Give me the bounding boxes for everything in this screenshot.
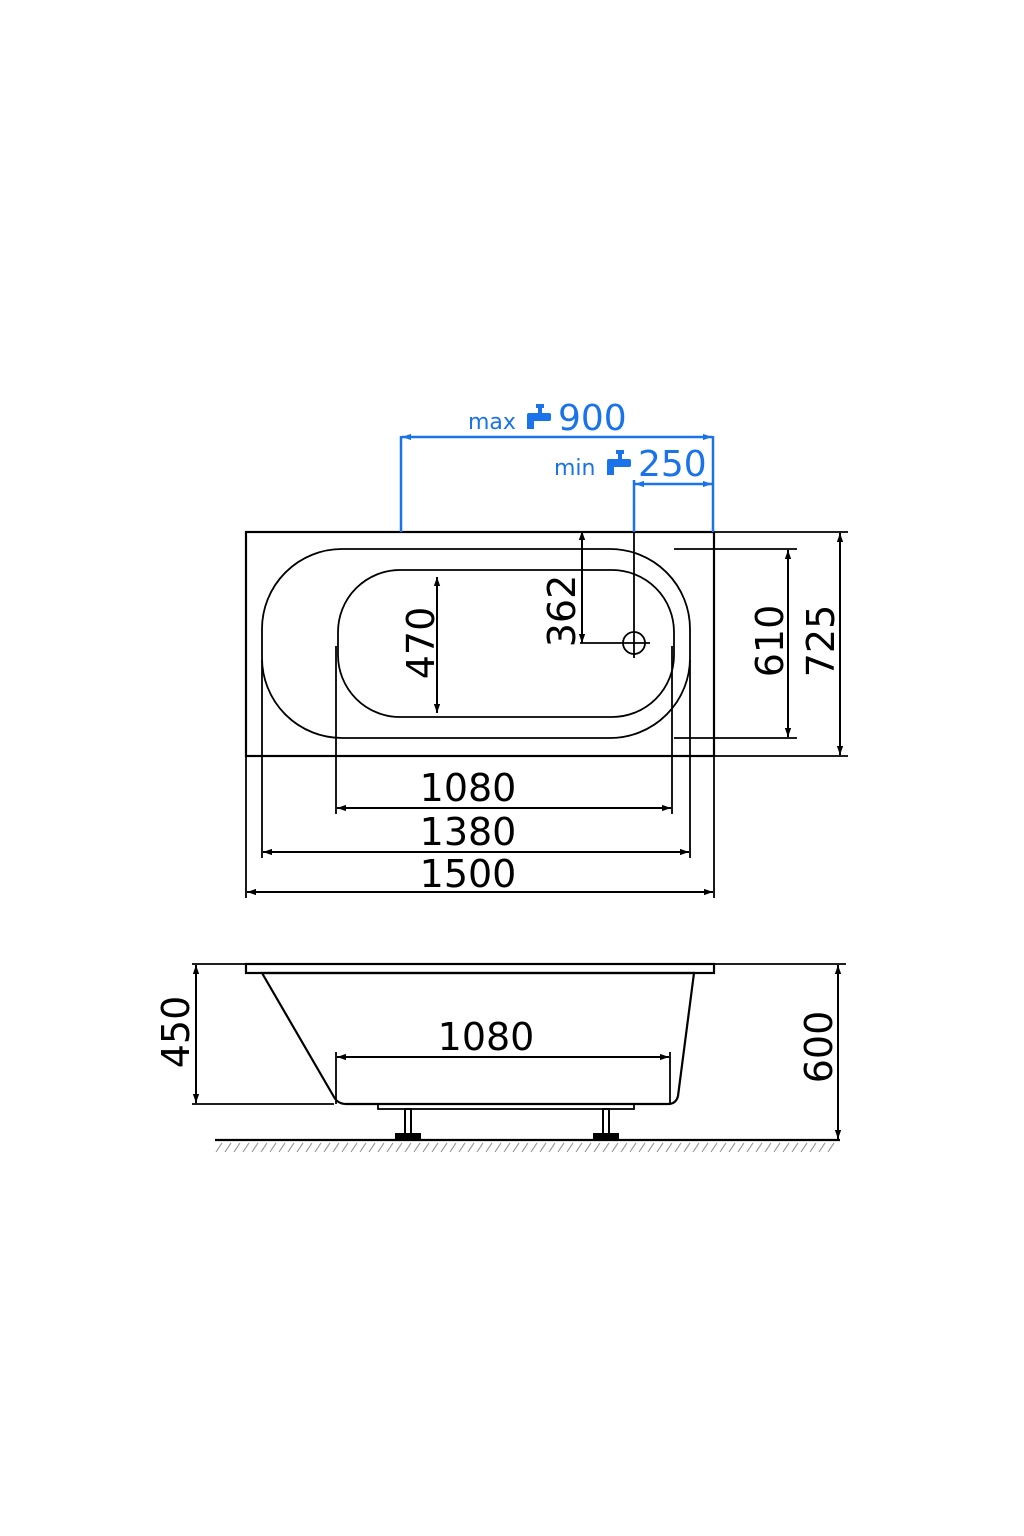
floor-hatch-stroke xyxy=(278,1142,286,1153)
floor-hatch-stroke xyxy=(791,1142,799,1153)
floor-hatch-stroke xyxy=(809,1142,817,1153)
floor-hatch-stroke xyxy=(620,1142,628,1153)
floor-hatch-stroke xyxy=(827,1142,835,1153)
dim-side-bottom-length: 1080 xyxy=(438,1015,535,1059)
extension-lines xyxy=(245,531,848,898)
dim-outer-length: 1500 xyxy=(420,852,517,896)
faucet-icon xyxy=(527,404,551,429)
faucet-icon xyxy=(607,450,631,475)
side-extension-lines xyxy=(192,963,846,1105)
dim-inner-length: 1380 xyxy=(420,810,517,854)
tap-max-value: 900 xyxy=(558,398,627,439)
floor-hatch-stroke xyxy=(269,1142,277,1153)
floor-hatch-stroke xyxy=(557,1142,565,1153)
floor-hatch-stroke xyxy=(575,1142,583,1153)
floor-hatch-stroke xyxy=(449,1142,457,1153)
floor-hatch-stroke xyxy=(431,1142,439,1153)
side-view: 450 1080 600 xyxy=(154,962,846,1153)
floor-hatch-stroke xyxy=(368,1142,376,1153)
floor-hatch-stroke xyxy=(665,1142,673,1153)
floor-hatch-stroke xyxy=(593,1142,601,1153)
floor-hatch-stroke xyxy=(611,1142,619,1153)
floor-hatch-stroke xyxy=(413,1142,421,1153)
dim-outer-width: 725 xyxy=(799,605,843,678)
floor-hatch-stroke xyxy=(566,1142,574,1153)
floor-hatch-stroke xyxy=(314,1142,322,1153)
floor-hatch-stroke xyxy=(512,1142,520,1153)
dim-rim-width: 610 xyxy=(748,605,792,678)
tub-inner-basin xyxy=(261,548,691,739)
side-base-plate xyxy=(377,1103,635,1110)
top-view: 470 362 610 725 1080 1380 1500 max xyxy=(244,398,848,898)
floor-hatch-stroke xyxy=(728,1142,736,1153)
floor-hatch-stroke xyxy=(521,1142,529,1153)
floor-hatch-stroke xyxy=(458,1142,466,1153)
floor-hatch-stroke xyxy=(485,1142,493,1153)
floor-hatch-stroke xyxy=(638,1142,646,1153)
floor-hatch-stroke xyxy=(755,1142,763,1153)
dim-depth: 450 xyxy=(154,996,198,1069)
tub-outer-rim xyxy=(244,530,716,758)
floor-hatch-stroke xyxy=(260,1142,268,1153)
floor-hatch-stroke xyxy=(395,1142,403,1153)
floor-hatch-stroke xyxy=(710,1142,718,1153)
floor-hatch-stroke xyxy=(503,1142,511,1153)
floor-hatch-stroke xyxy=(746,1142,754,1153)
floor-hatch-stroke xyxy=(242,1142,250,1153)
floor-hatch-stroke xyxy=(683,1142,691,1153)
side-feet xyxy=(395,1108,619,1141)
floor-hatch-stroke xyxy=(782,1142,790,1153)
floor-hatch-stroke xyxy=(656,1142,664,1153)
floor-hatch-stroke xyxy=(224,1142,232,1153)
floor-hatch-stroke xyxy=(287,1142,295,1153)
tap-min-word: min xyxy=(554,456,596,481)
floor-hatch-stroke xyxy=(251,1142,259,1153)
floor-hatch-stroke xyxy=(404,1142,412,1153)
tap-dimensions: max 900 min 250 xyxy=(399,398,715,532)
floor-hatch-stroke xyxy=(539,1142,547,1153)
floor-hatch-stroke xyxy=(332,1142,340,1153)
floor-hatch-stroke xyxy=(818,1142,826,1153)
floor-hatch-stroke xyxy=(494,1142,502,1153)
floor-hatch-stroke xyxy=(476,1142,484,1153)
floor-hatch-stroke xyxy=(701,1142,709,1153)
dim-inner-width: 470 xyxy=(399,607,443,680)
floor-hatch-stroke xyxy=(773,1142,781,1153)
dim-total-height: 600 xyxy=(797,1011,841,1084)
floor-hatch-stroke xyxy=(584,1142,592,1153)
floor-hatch-stroke xyxy=(647,1142,655,1153)
tap-max-word: max xyxy=(468,410,516,435)
floor-hatch-stroke xyxy=(737,1142,745,1153)
floor-hatch-stroke xyxy=(602,1142,610,1153)
floor-hatch-stroke xyxy=(386,1142,394,1153)
floor-hatch-stroke xyxy=(440,1142,448,1153)
floor-hatch-stroke xyxy=(674,1142,682,1153)
floor-hatch-stroke xyxy=(530,1142,538,1153)
floor-hatch-stroke xyxy=(629,1142,637,1153)
floor-hatch-stroke xyxy=(692,1142,700,1153)
floor-hatch-stroke xyxy=(764,1142,772,1153)
floor-hatch-stroke xyxy=(377,1142,385,1153)
floor-hatch xyxy=(215,1142,835,1153)
tap-min-value: 250 xyxy=(638,444,707,485)
floor-hatch-stroke xyxy=(341,1142,349,1153)
floor-hatch-stroke xyxy=(548,1142,556,1153)
floor-hatch-stroke xyxy=(305,1142,313,1153)
dim-drain-offset: 362 xyxy=(540,575,584,648)
floor-hatch-stroke xyxy=(422,1142,430,1153)
dim-bottom-length: 1080 xyxy=(420,766,517,810)
floor-hatch-stroke xyxy=(215,1142,223,1153)
floor-hatch-stroke xyxy=(359,1142,367,1153)
floor-hatch-stroke xyxy=(719,1142,727,1153)
floor-hatch-stroke xyxy=(296,1142,304,1153)
floor-hatch-stroke xyxy=(233,1142,241,1153)
side-rim xyxy=(244,962,716,975)
tub-basin-bottom xyxy=(337,569,675,718)
floor-hatch-stroke xyxy=(467,1142,475,1153)
floor-hatch-stroke xyxy=(350,1142,358,1153)
floor-hatch-stroke xyxy=(800,1142,808,1153)
floor-hatch-stroke xyxy=(323,1142,331,1153)
